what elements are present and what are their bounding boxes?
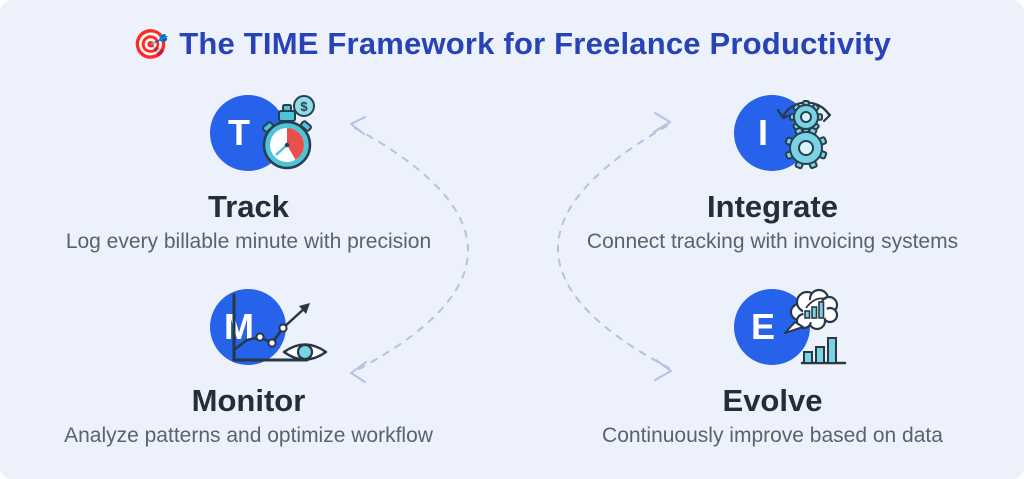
page-title-text: The TIME Framework for Freelance Product… [179, 26, 892, 61]
track-description: Log every billable minute with precision [65, 230, 432, 253]
quadrant-monitor: M Monitor Analyze patterns and optimize … [0, 282, 497, 462]
monitor-heading: Monitor [191, 383, 306, 418]
integrate-description: Connect tracking with invoicing systems [586, 230, 959, 253]
quadrant-track: T $ Track Log every billable minute with… [0, 88, 497, 268]
dashed-arc-right [557, 125, 670, 369]
evolve-description: Continuously improve based on data [602, 424, 943, 447]
letter-m: M [224, 306, 254, 347]
integrate-heading: Integrate [707, 189, 838, 224]
target-dart-icon: 🎯 [132, 29, 170, 61]
arrowhead-to-track [350, 116, 366, 135]
letter-badge-monitor: M [210, 289, 286, 365]
monitor-description: Analyze patterns and optimize workflow [64, 424, 433, 447]
page-title: 🎯 The TIME Framework for Freelance Produc… [0, 26, 1024, 62]
evolve-heading: Evolve [722, 383, 823, 418]
svg-text:$: $ [300, 99, 308, 114]
letter-badge-evolve: E [734, 289, 810, 365]
dashed-arc-left [354, 127, 469, 371]
quadrant-evolve: E [524, 282, 1021, 462]
arrowhead-to-integrate [653, 112, 671, 133]
arrowhead-to-monitor [350, 361, 367, 383]
letter-e: E [750, 306, 775, 347]
arrowhead-to-evolve [654, 359, 672, 381]
letter-badge-track: T [210, 95, 286, 171]
letter-i: I [757, 112, 768, 153]
quadrant-integrate: I [524, 88, 1021, 268]
track-heading: Track [207, 189, 289, 224]
letter-badge-integrate: I [734, 95, 810, 171]
letter-t: T [228, 112, 250, 153]
